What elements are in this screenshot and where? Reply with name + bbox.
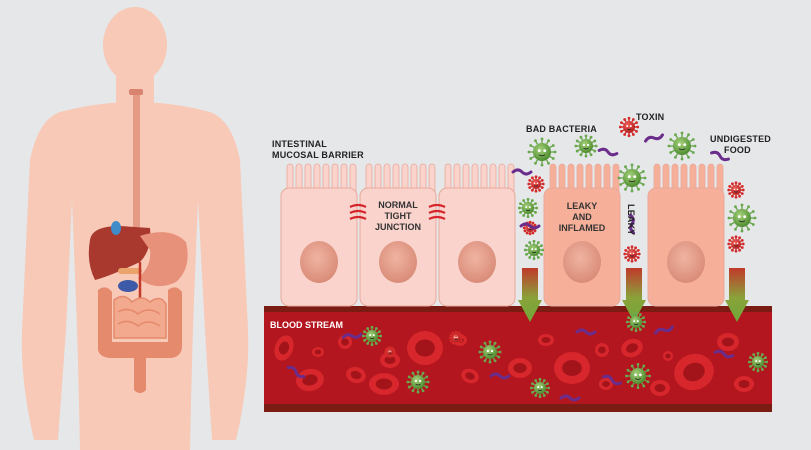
red-blood-cell-icon <box>554 352 590 384</box>
toxin-icon <box>511 168 533 176</box>
toxin-icon <box>519 222 541 230</box>
red-blood-cell-icon <box>369 373 399 395</box>
human-silhouette <box>21 7 249 450</box>
toxin-icon <box>286 365 306 379</box>
bacteria-icon <box>727 203 757 233</box>
bacteria-icon <box>623 245 641 263</box>
red-blood-cell-icon <box>312 347 324 357</box>
nucleus <box>458 241 496 283</box>
arrow-down-icon <box>622 268 646 322</box>
toxin-icon <box>644 133 664 143</box>
label-bad-bacteria: BAD BACTERIA <box>526 124 597 134</box>
label-leaky-inflamed-1: LEAKY <box>567 201 598 211</box>
bacteria-icon <box>727 235 745 253</box>
toxin-icon <box>341 332 363 340</box>
label-normal-1: NORMAL <box>378 200 418 210</box>
toxin-icon <box>489 372 511 380</box>
red-blood-cell-icon <box>380 352 400 368</box>
bacteria-icon <box>478 340 502 364</box>
red-blood-cell-icon <box>650 380 670 396</box>
label-undigested-1: UNDIGESTED <box>710 134 771 144</box>
bacteria-icon <box>727 181 745 199</box>
bacteria-icon <box>574 134 598 158</box>
tight-junction-2 <box>428 203 446 220</box>
toxin-icon <box>575 328 597 336</box>
label-undigested-2: FOOD <box>724 145 751 155</box>
red-blood-cell-icon <box>717 333 739 351</box>
label-normal-2: TIGHT <box>385 211 412 221</box>
red-blood-cell-icon <box>621 338 643 358</box>
bacteria-icon <box>618 116 640 138</box>
red-blood-cell-icon <box>599 378 613 390</box>
bacteria-icon <box>617 163 647 193</box>
label-leaky-inflamed-2: AND <box>572 212 592 222</box>
label-leaky-inflamed-3: INFLAMED <box>559 223 606 233</box>
toxin-icon <box>628 213 636 235</box>
bacteria-icon <box>625 311 647 333</box>
bacteria-icon <box>667 131 697 161</box>
toxin-icon <box>710 150 730 162</box>
red-blood-cell-icon <box>508 358 532 378</box>
bacteria-icon <box>625 363 651 389</box>
label-toxin: TOXIN <box>636 112 664 122</box>
red-blood-cell-icon <box>407 331 443 365</box>
toxin-icon <box>654 325 674 335</box>
bacteria-icon <box>529 377 551 399</box>
red-blood-cell-icon <box>595 343 609 357</box>
leak-arrows <box>518 268 749 322</box>
bacteria-icon <box>527 175 545 193</box>
red-blood-cell-icon <box>538 334 554 346</box>
epithelial-cell-1 <box>280 163 358 307</box>
bacteria-icon <box>523 239 545 261</box>
digestive-organs <box>88 89 188 393</box>
red-blood-cell-icon <box>734 376 754 392</box>
nucleus <box>379 241 417 283</box>
toxin-icon <box>602 374 622 386</box>
bacteria-icon <box>527 137 557 167</box>
toxin-icon <box>713 349 735 359</box>
arrow-down-icon <box>725 268 749 322</box>
nucleus <box>300 241 338 283</box>
inflamed-cell-2 <box>647 163 725 307</box>
bacteria-icon <box>406 370 430 394</box>
nucleus <box>563 241 601 283</box>
red-blood-cell-icon <box>274 335 294 361</box>
bacteria-icon <box>448 330 464 346</box>
label-intestinal-1: INTESTINAL <box>272 139 327 149</box>
arrow-down-icon <box>518 268 542 322</box>
toxin-icon <box>597 147 619 157</box>
label-normal-3: JUNCTION <box>375 222 421 232</box>
red-blood-cell-icon <box>338 335 352 349</box>
particles <box>274 116 769 402</box>
bacteria-icon <box>517 197 539 219</box>
bacteria-icon <box>384 346 396 358</box>
epithelial-cell-3 <box>438 163 516 307</box>
red-blood-cell-icon <box>296 368 324 392</box>
inflamed-cell-1 <box>543 163 621 307</box>
epithelial-cell-2 <box>359 163 437 307</box>
label-blood-stream: BLOOD STREAM <box>270 320 343 330</box>
toxin-icon <box>559 394 581 402</box>
red-blood-cell-icon <box>346 366 366 384</box>
tight-junction-1 <box>349 203 367 220</box>
label-leaky-vertical: LEAKY <box>626 204 636 236</box>
bacteria-icon <box>747 351 769 373</box>
red-blood-cell-icon <box>663 351 673 361</box>
nucleus <box>667 241 705 283</box>
cell-layer <box>280 163 725 307</box>
red-blood-cell-icon <box>674 353 714 391</box>
label-intestinal-2: MUCOSAL BARRIER <box>272 150 364 160</box>
bacteria-icon <box>361 325 383 347</box>
red-blood-cell-icon <box>461 368 479 384</box>
labels: INTESTINAL MUCOSAL BARRIER NORMAL TIGHT … <box>270 112 771 330</box>
